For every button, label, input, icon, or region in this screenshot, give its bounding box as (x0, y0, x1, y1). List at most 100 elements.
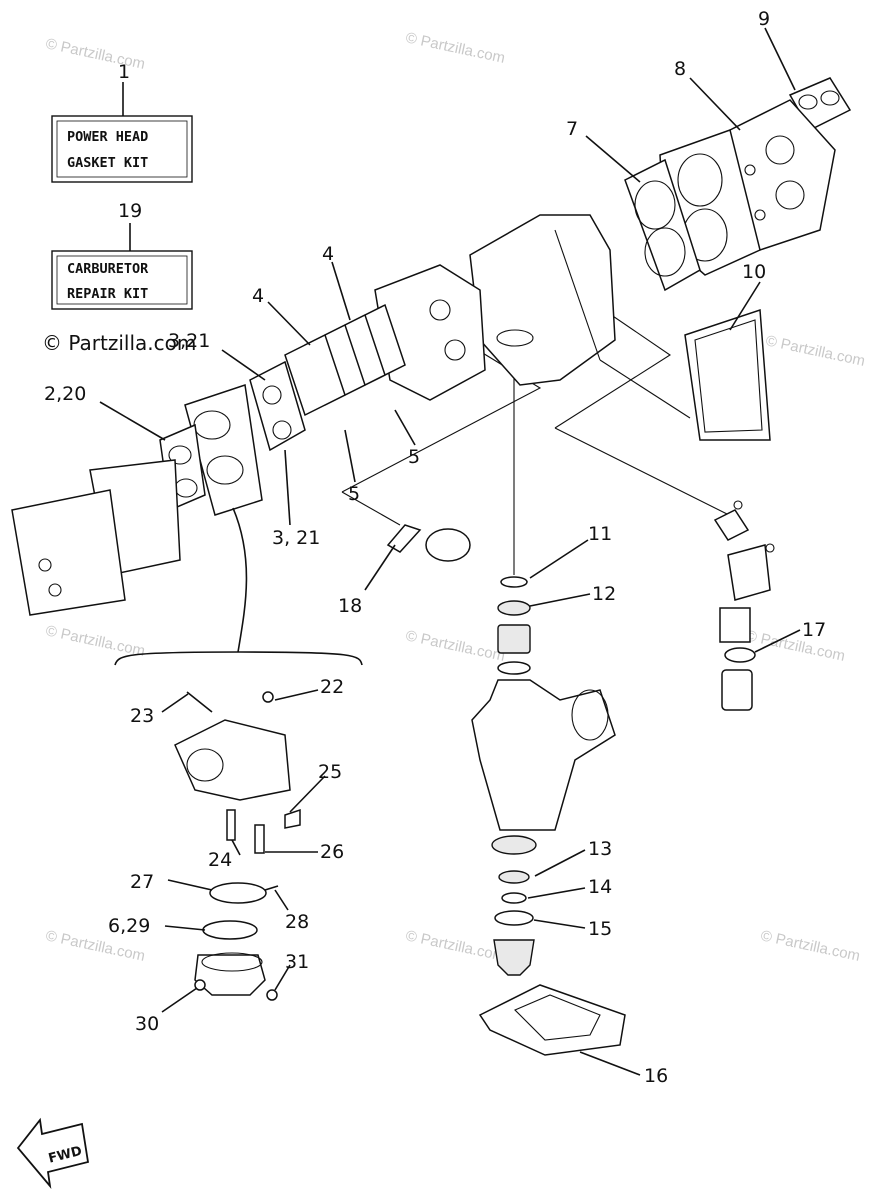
callout-28: 28 (285, 911, 309, 933)
watermark-text: © Partzilla.com (44, 35, 146, 73)
leader-line (221, 349, 266, 381)
callout-3-21-upper: 3,21 (168, 330, 210, 352)
screw (765, 543, 775, 553)
kit-box (51, 115, 193, 183)
leader-line (364, 544, 396, 591)
callout-5-right: 5 (408, 446, 420, 468)
gasket-hole (262, 385, 282, 405)
crankshaft (471, 679, 616, 831)
leader-line (527, 887, 586, 899)
kit-box-inner (56, 120, 188, 178)
leader-line (161, 987, 198, 1013)
callout-number: 19 (118, 200, 142, 222)
seal-13 (498, 870, 530, 884)
kit-box (51, 250, 193, 310)
screw (733, 500, 743, 510)
callout-labels: 9 8 7 10 4 4 3,21 2,20 5 5 3, 21 18 11 1… (44, 8, 826, 1087)
watermark-text: © Partzilla.com (404, 29, 506, 67)
pump-cover (713, 509, 750, 541)
cover-10 (684, 308, 771, 441)
leader-line (529, 593, 591, 607)
fwd-arrow-icon (16, 1117, 90, 1189)
cover-hole (48, 583, 62, 597)
callout-8: 8 (674, 58, 686, 80)
silencer-cover (11, 489, 126, 616)
leader-line (231, 839, 241, 856)
callout-30: 30 (135, 1013, 159, 1035)
watermark-text: © Partzilla.com (44, 622, 146, 660)
kit-line-1: CARBURETOR (67, 261, 149, 277)
carburetor-repair-kit-label: 19 CARBURETOR REPAIR KIT (51, 200, 193, 310)
clip-25 (284, 808, 301, 829)
callout-3-21-lower: 3, 21 (272, 527, 320, 549)
callout-25: 25 (318, 761, 342, 783)
washer-14 (501, 892, 527, 904)
carb-housing (184, 384, 263, 516)
leader-line (533, 919, 586, 929)
screw-23 (186, 691, 213, 713)
callout-12: 12 (592, 583, 616, 605)
gasket-bore (644, 227, 686, 277)
pump-body (727, 544, 771, 601)
gasket-18 (386, 524, 422, 553)
pump-spring (719, 607, 751, 643)
bolt-hole (744, 164, 756, 176)
seal-12 (497, 600, 531, 616)
detail-leader (232, 507, 248, 653)
watermark-text: © Partzilla.com (764, 332, 866, 370)
screw-31 (266, 989, 278, 1001)
leader-line (529, 539, 589, 579)
callout-18: 18 (338, 595, 362, 617)
callout-10: 10 (742, 261, 766, 283)
guide-line (599, 359, 691, 419)
crankcase (469, 214, 616, 386)
guide-line (554, 427, 736, 519)
manifold-port (444, 339, 466, 361)
callout-16: 16 (644, 1065, 668, 1087)
leader-line (289, 775, 326, 813)
o-ring-15 (494, 910, 534, 926)
watermark-text: © Partzilla.com (759, 927, 861, 965)
cylinder-bore (677, 153, 723, 207)
crank-journal (496, 329, 534, 347)
carb-throat (206, 455, 244, 485)
callout-4-upper: 4 (322, 243, 334, 265)
callout-2-20: 2,20 (44, 383, 86, 405)
gasket-hole (168, 445, 192, 465)
leader-line (164, 925, 206, 931)
spring-26 (254, 824, 265, 854)
bearing-upper (497, 624, 531, 654)
leader-line (344, 429, 356, 483)
leader-line (764, 27, 796, 91)
gasket-6-29 (202, 920, 258, 940)
callout-5-left: 5 (348, 483, 360, 505)
base-gasket-16 (478, 984, 626, 1056)
float-bowl (194, 954, 266, 996)
float-bowl-rim (201, 952, 263, 972)
kit-line-2: GASKET KIT (67, 155, 148, 171)
detail-bracket (114, 651, 363, 666)
callout-9: 9 (758, 8, 770, 30)
carb-bore (186, 748, 224, 782)
crankshaft-assembly (471, 576, 616, 976)
gasket-16-cutout (514, 994, 601, 1041)
leader-line (274, 689, 319, 701)
cover-and-gasket-18 (386, 524, 471, 562)
callout-24: 24 (208, 849, 232, 871)
callout-26: 26 (320, 841, 344, 863)
manifold-port (429, 299, 451, 321)
o-ring-11 (500, 576, 528, 588)
o-ring-17 (724, 647, 756, 663)
carb-body (174, 719, 291, 801)
crankcase-split (554, 229, 601, 361)
cover-10-inner (694, 319, 763, 433)
leader-line (161, 693, 189, 713)
float-chamber-ring-27 (209, 882, 267, 904)
callout-number: 1 (118, 61, 130, 83)
kit-box-inner (56, 255, 188, 305)
pin-28 (264, 885, 279, 891)
leader-lines (99, 27, 801, 1076)
fuel-pump-assembly (713, 500, 775, 711)
